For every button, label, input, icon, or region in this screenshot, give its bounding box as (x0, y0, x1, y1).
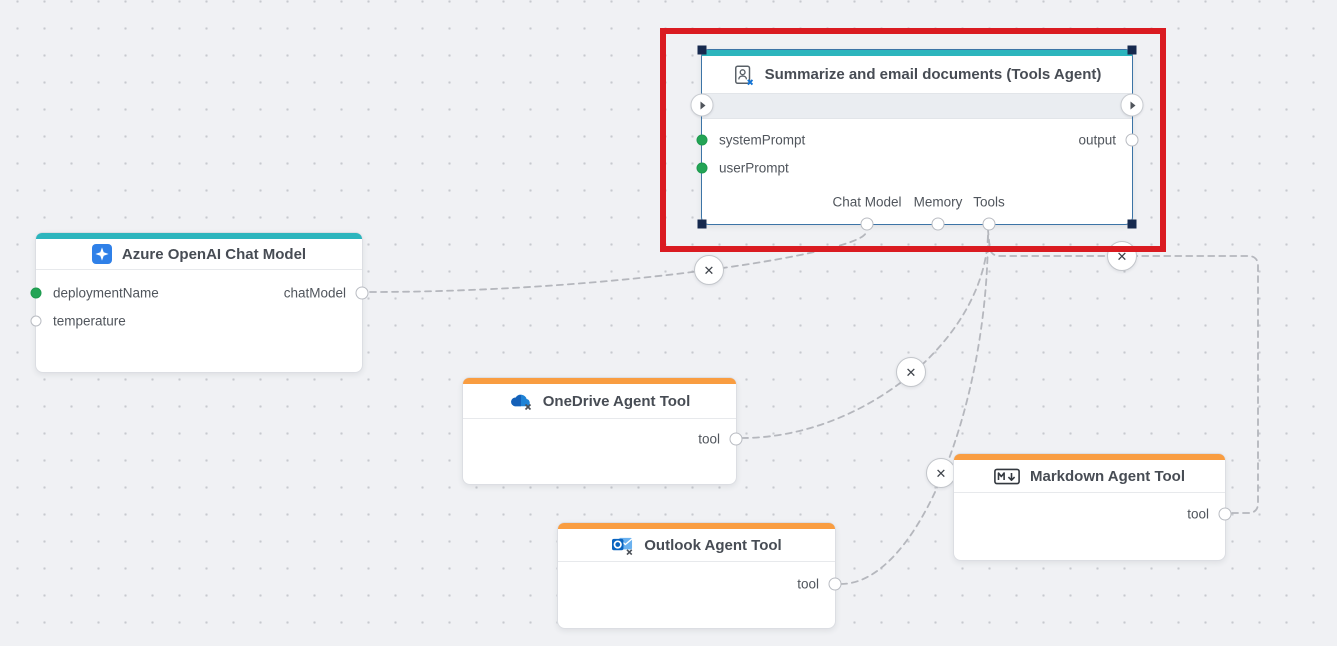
anchor-label-chat-model: Chat Model (832, 194, 902, 210)
anchor-port-chat-model[interactable] (860, 217, 874, 231)
selection-handle-bottom-left[interactable] (697, 219, 707, 229)
output-port-output[interactable] (1125, 133, 1139, 147)
output-port-tool[interactable] (828, 577, 842, 591)
output-label-tool: tool (698, 431, 720, 447)
input-label-userprompt: userPrompt (719, 160, 789, 176)
edge-chatmodel (369, 231, 867, 293)
node-title: Summarize and email documents (Tools Age… (764, 66, 1102, 83)
tools-agent-icon (733, 64, 755, 86)
selection-handle-top-right[interactable] (1127, 45, 1137, 55)
prev-output-arrow-button[interactable] (690, 93, 714, 117)
edge-markdown-tool (987, 229, 1259, 514)
node-accent-bar (702, 50, 1132, 56)
anchor-label-tools: Tools (973, 194, 1005, 210)
node-title: OneDrive Agent Tool (542, 392, 691, 410)
input-port-deploymentname[interactable] (30, 287, 42, 299)
input-port-userprompt[interactable] (696, 162, 708, 174)
node-tools-agent[interactable]: Summarize and email documents (Tools Age… (690, 45, 1144, 231)
anchor-port-tools[interactable] (982, 217, 996, 231)
input-label-deploymentname: deploymentName (53, 285, 159, 301)
node-title: Outlook Agent Tool (644, 536, 782, 554)
input-label-temperature: temperature (53, 313, 126, 329)
input-port-temperature[interactable] (30, 315, 42, 327)
output-label-output: output (1078, 132, 1116, 148)
node-azure-openai-chat-model[interactable]: Azure OpenAI Chat Model deploymentName t… (30, 232, 369, 373)
output-label-tool: tool (1187, 506, 1209, 522)
delete-edge-onedrive-button[interactable]: ✕ (896, 357, 926, 387)
selection-handle-top-left[interactable] (697, 45, 707, 55)
outlook-icon (611, 535, 634, 556)
node-accent-bar (954, 454, 1225, 460)
node-markdown-agent-tool[interactable]: Markdown Agent Tool tool (953, 453, 1232, 561)
output-label-chatmodel: chatModel (283, 285, 346, 301)
azure-openai-icon (91, 244, 112, 264)
node-accent-bar (36, 233, 362, 239)
node-outlook-agent-tool[interactable]: Outlook Agent Tool tool (557, 522, 842, 629)
node-title: Markdown Agent Tool (1030, 467, 1185, 485)
onedrive-icon (509, 393, 533, 410)
next-output-arrow-button[interactable] (1120, 93, 1144, 117)
node-accent-bar (463, 378, 736, 384)
input-label-systemprompt: systemPrompt (719, 132, 806, 148)
selection-handle-bottom-right[interactable] (1127, 219, 1137, 229)
markdown-icon (994, 468, 1020, 485)
output-port-tool[interactable] (729, 432, 743, 446)
edge-onedrive-tool (741, 231, 989, 439)
output-port-chatmodel[interactable] (355, 286, 369, 300)
delete-edge-outlook-button[interactable]: ✕ (926, 458, 956, 488)
node-title: Azure OpenAI Chat Model (121, 245, 307, 263)
node-accent-bar (558, 523, 835, 529)
anchor-label-memory: Memory (913, 194, 963, 210)
node-onedrive-agent-tool[interactable]: OneDrive Agent Tool tool (462, 377, 743, 485)
delete-edge-chatmodel-button[interactable]: ✕ (694, 255, 724, 285)
anchor-port-memory[interactable] (931, 217, 945, 231)
output-port-tool[interactable] (1218, 507, 1232, 521)
output-label-tool: tool (797, 576, 819, 592)
input-port-systemprompt[interactable] (696, 134, 708, 146)
header-strip (702, 93, 1132, 119)
delete-edge-markdown-button[interactable]: ✕ (1107, 241, 1137, 271)
